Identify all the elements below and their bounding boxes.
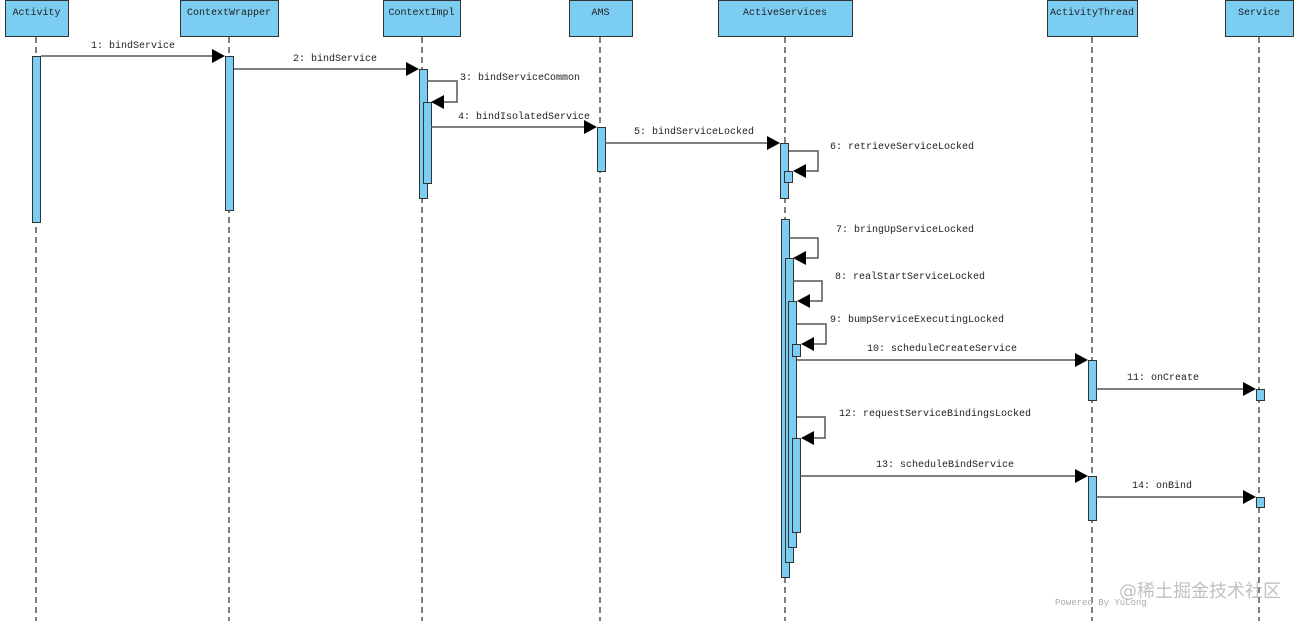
participant-label: ActivityThread [1050, 7, 1134, 19]
participant-box [1225, 0, 1294, 37]
participant-box [383, 0, 461, 37]
arrowhead-icon [797, 294, 810, 308]
message-label: 1: bindService [91, 40, 175, 52]
message-label: 5: bindServiceLocked [634, 126, 754, 138]
activation-bar [423, 102, 432, 184]
activation-bar [597, 127, 606, 172]
arrowhead-icon [793, 164, 806, 178]
self-message-arrow [427, 80, 458, 103]
activation-bar [784, 171, 793, 183]
activation-bar [788, 301, 797, 548]
message-label: 8: realStartServiceLocked [835, 271, 985, 283]
message-label: 6: retrieveServiceLocked [830, 141, 974, 153]
participant-label: ContextWrapper [187, 8, 271, 19]
arrowhead-icon [1243, 382, 1256, 396]
activation-bar [792, 344, 801, 357]
message-label: 3: bindServiceCommon [460, 72, 580, 84]
activation-bar [1088, 360, 1097, 401]
arrowhead-icon [1075, 469, 1088, 483]
participant-label: ContextImpl [388, 7, 454, 19]
arrowhead-icon [212, 49, 225, 63]
self-message-arrow [793, 280, 823, 302]
self-message-arrow [789, 237, 819, 259]
powered-by-text: Powered By YuLong [1055, 598, 1147, 608]
message-label: 2: bindService [293, 53, 377, 65]
arrowhead-icon [431, 95, 444, 109]
message-label: 7: bringUpServiceLocked [836, 224, 974, 236]
participant-label: Activity [12, 7, 60, 19]
arrowhead-icon [584, 120, 597, 134]
message-label: 11: onCreate [1127, 373, 1199, 384]
message-label: 13: scheduleBindService [876, 459, 1014, 471]
participant-label: Service [1238, 7, 1280, 19]
arrowhead-icon [801, 337, 814, 351]
arrowhead-icon [1075, 353, 1088, 367]
message-label: 4: bindIsolatedService [458, 111, 590, 123]
self-message-arrow [797, 323, 827, 345]
participant-box [1047, 0, 1138, 37]
self-message-arrow [789, 150, 819, 172]
activation-bar [1256, 497, 1265, 508]
activation-bar [1256, 389, 1265, 401]
message-label: 14: onBind [1132, 480, 1192, 492]
arrowhead-icon [793, 251, 806, 265]
message-label: 9: bumpServiceExecutingLocked [830, 314, 1004, 326]
activation-bar [792, 438, 801, 533]
arrowhead-icon [767, 136, 780, 150]
activation-bar [225, 56, 234, 211]
arrowhead-icon [406, 62, 419, 76]
self-message-arrow [797, 416, 826, 439]
participant-box [5, 0, 69, 37]
arrowhead-icon [1243, 490, 1256, 504]
arrowhead-icon [801, 431, 814, 445]
participant-box [718, 0, 853, 37]
participant-box [180, 0, 279, 37]
message-label: 10: scheduleCreateService [867, 343, 1017, 355]
participant-label: AMS [591, 8, 609, 19]
activation-bar [32, 56, 41, 223]
message-label: 12: requestServiceBindingsLocked [839, 408, 1031, 420]
participant-box [569, 0, 633, 37]
watermark: @稀土掘金技术社区 [1119, 581, 1281, 602]
activation-bar [1088, 476, 1097, 521]
participant-label: ActiveServices [743, 7, 827, 19]
